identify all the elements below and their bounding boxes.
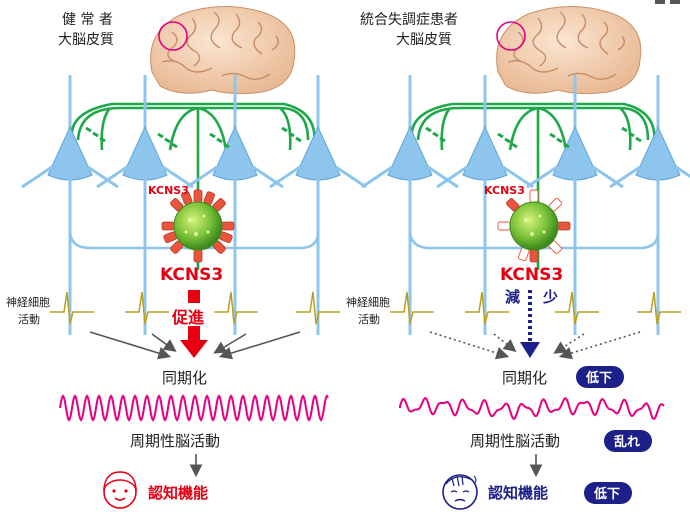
left-periodic-wave: [59, 394, 329, 422]
left-interneuron-axon-arc: [70, 102, 316, 145]
right-neural-activity-line1: 神経細胞: [346, 295, 390, 309]
right-periodic-badge: [604, 430, 652, 452]
left-spike-trace: [124, 291, 170, 325]
right-effect-label-1: 減: [505, 288, 520, 306]
right-pyramidal-neuron: [608, 73, 690, 337]
left-kcns3-big: KCNS3: [160, 265, 223, 285]
right-title-line2: 大脳皮質: [396, 32, 452, 48]
left-interneuron-axon: [76, 106, 310, 270]
right-sync-label: 同期化: [502, 369, 547, 387]
left-synapse: [208, 132, 231, 149]
left-sync-label: 同期化: [162, 369, 207, 387]
right-interneuron-axon: [416, 106, 650, 270]
left-happy-face-icon: [102, 471, 138, 509]
right-periodic-badge-text: 乱れ: [614, 434, 640, 450]
right-convergence-arrows: [429, 331, 641, 360]
left-promote-arrow-head: [180, 340, 208, 358]
right-brain-highlight: [496, 21, 526, 51]
left-title-line1: 健 常 者: [62, 12, 113, 28]
right-cognition-badge: [584, 482, 632, 504]
corner-mark: [670, 0, 680, 4]
right-irregular-wave: [399, 397, 665, 421]
right-effect-label-2: 少: [542, 288, 558, 306]
right-periodic-label: 周期性脳活動: [470, 432, 560, 450]
left-brain-highlight: [158, 21, 188, 51]
right-panel: 統合失調症患者 大脳皮質 KCNS3 KCNS3 神経細胞 活動 減 少: [346, 5, 690, 510]
right-spike-trace: [389, 291, 435, 325]
left-neural-activity-line1: 神経細胞: [6, 295, 50, 309]
left-periodic-label: 周期性脳活動: [130, 432, 220, 450]
left-promote-arrow-stem: [188, 290, 200, 303]
left-promote-arrow-stem: [188, 326, 200, 342]
left-spike-trace: [49, 291, 95, 325]
right-cognition-label: 認知機能: [488, 484, 548, 502]
right-spike-trace: [464, 291, 510, 325]
right-title-line1: 統合失調症患者: [360, 12, 458, 28]
right-kcns3-big: KCNS3: [500, 265, 563, 285]
right-brain-image: [495, 5, 642, 95]
left-title-line2: 大脳皮質: [58, 32, 114, 48]
right-interneuron: [497, 189, 571, 263]
right-synapse: [548, 132, 571, 149]
right-decrease-arrow-head: [520, 342, 540, 358]
left-panel: 健 常 者 大脳皮質 KCNS3 KCNS3 神経細胞 活動: [6, 5, 368, 509]
left-interneuron: [161, 189, 235, 263]
right-interneuron-axon-arc: [410, 102, 656, 145]
right-cognition-badge-text: 低下: [593, 486, 620, 502]
left-neural-activity-line2: 活動: [18, 312, 40, 326]
left-convergence-arrows: [89, 331, 301, 360]
left-effect-label: 促進: [171, 308, 204, 327]
corner-mark: [655, 0, 665, 4]
right-kcns3-label: KCNS3: [484, 184, 525, 197]
right-sync-badge-text: 低下: [585, 370, 612, 386]
right-sync-badge: [576, 366, 624, 388]
left-cognition-label: 認知機能: [148, 484, 208, 502]
left-kcns3-label: KCNS3: [148, 184, 189, 197]
right-sad-face-icon: [442, 474, 478, 510]
right-neural-activity-line2: 活動: [358, 312, 380, 326]
right-spike-trace: [554, 291, 600, 325]
